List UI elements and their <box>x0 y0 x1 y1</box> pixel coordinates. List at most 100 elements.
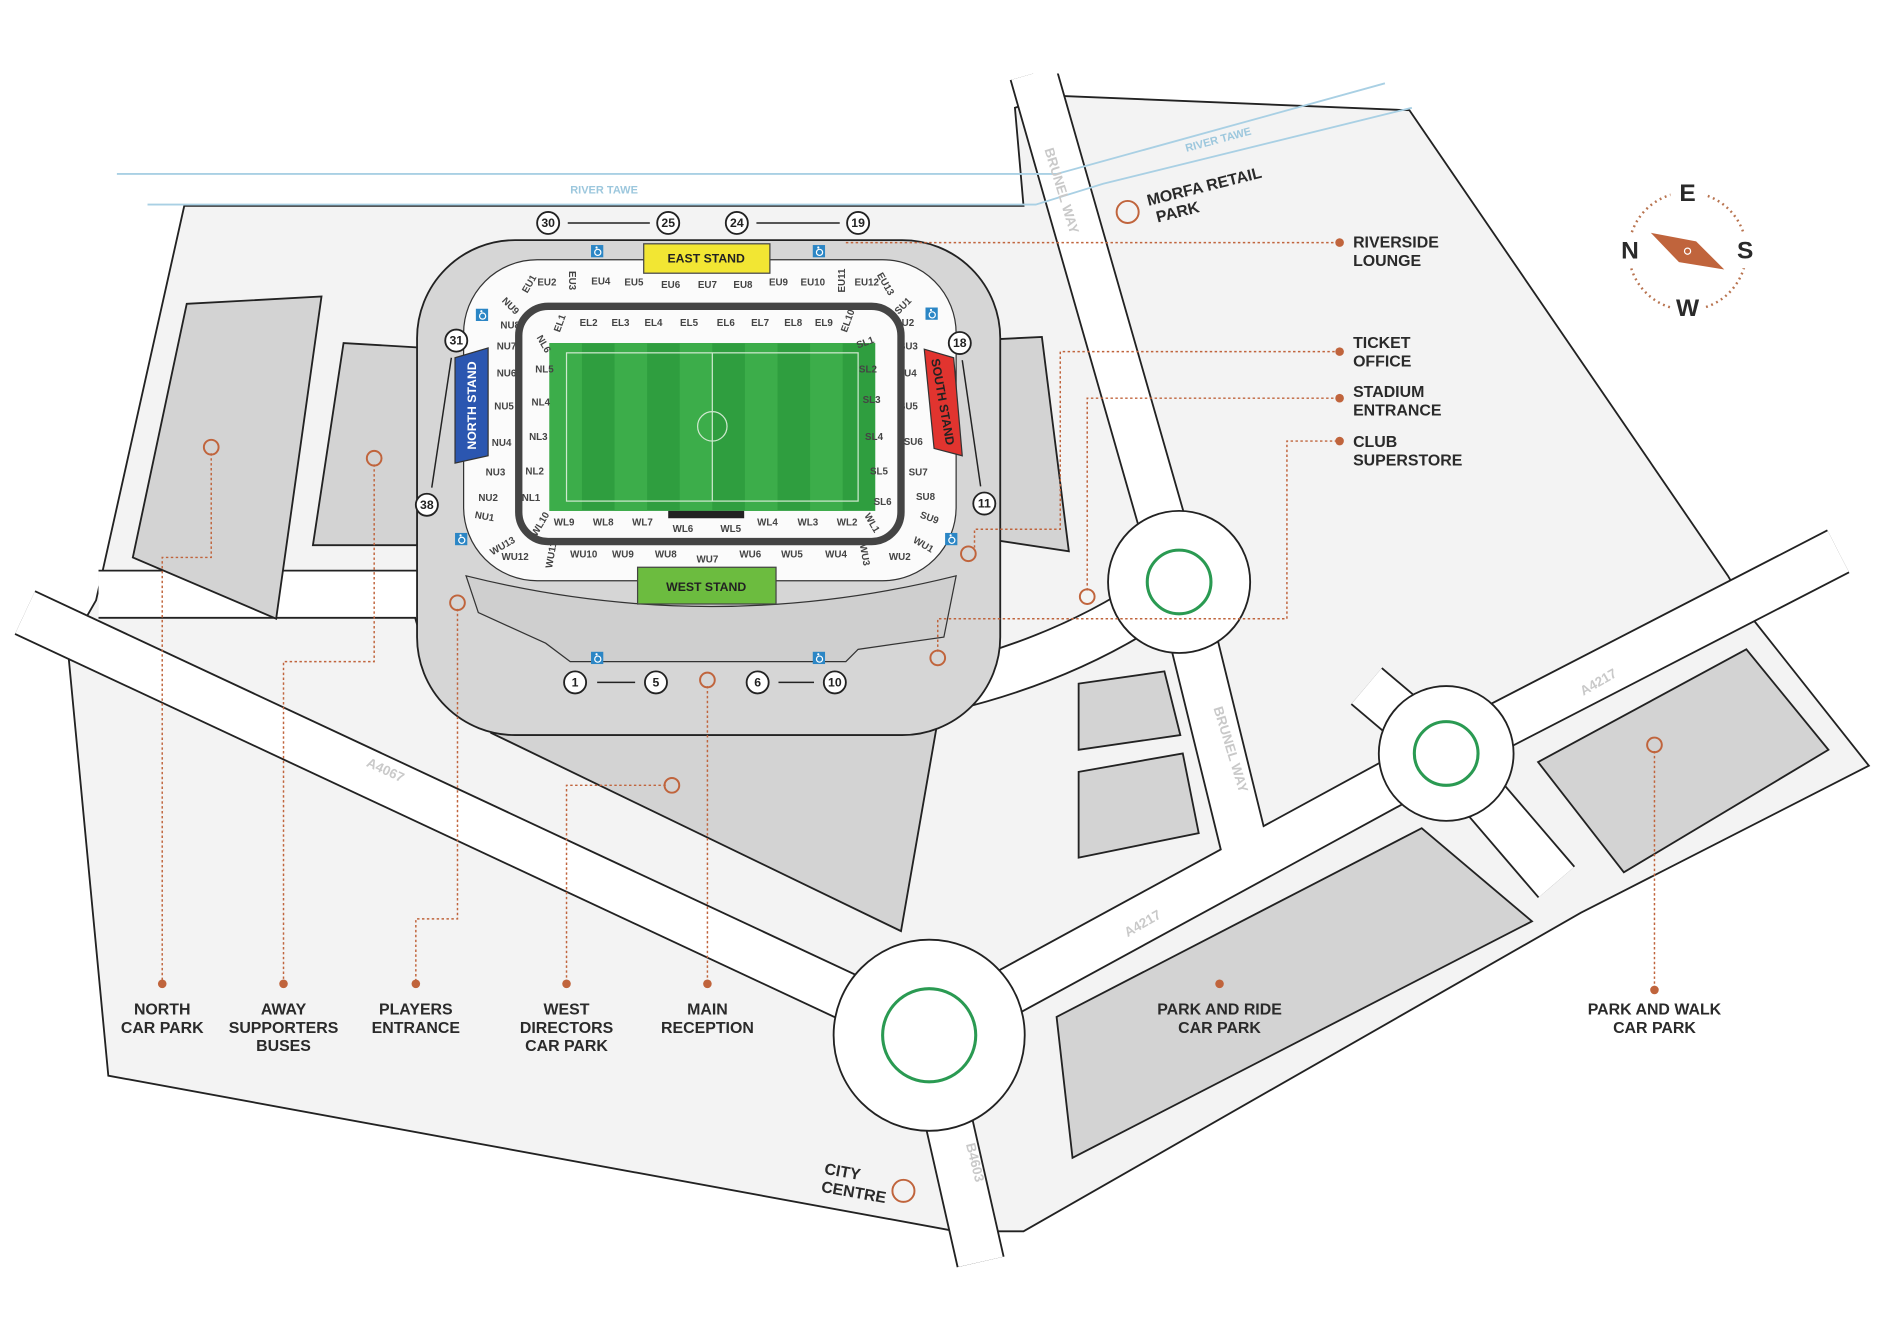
seating-block-nu[interactable]: NU6 <box>497 368 517 379</box>
location-pins <box>157 199 1663 1203</box>
seating-block-nu[interactable]: NU8 <box>500 320 520 331</box>
seating-block-eu[interactable]: EU10 <box>801 278 826 289</box>
seating-block-wu[interactable]: WU3 <box>857 543 872 567</box>
seating-block-eu[interactable]: EU11 <box>837 268 848 293</box>
seating-block-wl[interactable]: WL2 <box>837 518 858 529</box>
seating-block-el[interactable]: EL2 <box>580 318 599 329</box>
seating-block-wu[interactable]: WU7 <box>697 554 719 565</box>
turnstile-gate: 30 <box>536 211 561 235</box>
seating-block-wl[interactable]: WL9 <box>554 518 575 529</box>
stadium-entrance-pin <box>1078 588 1096 605</box>
pitch-stripe <box>679 343 713 511</box>
seating-block-wu[interactable]: WU11 <box>544 540 560 569</box>
seating-block-nl[interactable]: NL5 <box>535 365 554 376</box>
seating-block-el[interactable]: EL9 <box>815 318 834 329</box>
seating-block-nl[interactable]: NL1 <box>522 493 541 504</box>
seating-block-sl[interactable]: SL5 <box>870 466 889 477</box>
seating-block-nl[interactable]: NL4 <box>532 398 551 409</box>
seating-block-wl[interactable]: WL4 <box>757 518 778 529</box>
seating-block-su[interactable]: SU8 <box>916 492 936 503</box>
east-stand-label: EAST STAND <box>668 252 746 266</box>
seating-block-su[interactable]: SU7 <box>909 468 929 479</box>
seating-block-eu[interactable]: EU5 <box>624 278 644 289</box>
seating-block-eu[interactable]: EU4 <box>591 276 611 287</box>
seating-block-sl[interactable]: SL2 <box>859 365 878 376</box>
pitch-stripe <box>614 343 648 511</box>
pitch-stripe <box>810 343 843 511</box>
seating-block-nl[interactable]: NL3 <box>529 432 548 443</box>
turnstile-gate: 11 <box>972 491 997 516</box>
north-stand-label: NORTH STAND <box>465 361 479 449</box>
turnstile-gate: 18 <box>947 331 972 355</box>
seating-block-eu[interactable]: EU7 <box>698 280 718 291</box>
seating-block-su[interactable]: SU5 <box>899 401 919 412</box>
turnstile-gate: 25 <box>656 211 681 235</box>
seating-block-sl[interactable]: SL4 <box>865 432 884 443</box>
seating-block-wu[interactable]: WU8 <box>655 550 677 561</box>
gate-number: 6 <box>754 675 761 689</box>
seating-block-wu[interactable]: WU2 <box>889 552 911 563</box>
seating-block-su[interactable]: SU2 <box>895 318 915 329</box>
seating-block-el[interactable]: EL5 <box>680 318 699 329</box>
seating-block-el[interactable]: EL7 <box>751 318 770 329</box>
seating-block-wu[interactable]: WU12 <box>501 552 529 563</box>
turnstile-gate: 10 <box>822 670 847 695</box>
compass-west: W <box>1676 295 1700 322</box>
seating-block-wl[interactable]: WL8 <box>593 518 614 529</box>
north-car-park-pin <box>202 438 220 456</box>
seating-block-nu[interactable]: NU4 <box>492 438 512 449</box>
seating-block-sl[interactable]: SL3 <box>863 395 882 406</box>
seating-block-eu[interactable]: EU3 <box>566 271 577 291</box>
gate-number: 38 <box>420 498 434 512</box>
seating-block-wu[interactable]: WU5 <box>781 550 803 561</box>
seating-block-el[interactable]: EL4 <box>645 318 664 329</box>
seating-block-el[interactable]: EL8 <box>784 318 803 329</box>
wheelchair-access-icon <box>455 532 468 546</box>
seating-block-eu[interactable]: EU2 <box>537 278 557 289</box>
seating-block-su[interactable]: SU6 <box>904 437 924 448</box>
seating-block-el[interactable]: EL6 <box>717 318 736 329</box>
seating-block-wl[interactable]: WL5 <box>720 524 741 535</box>
turnstile-gate: 1 <box>563 670 588 695</box>
seating-block-nu[interactable]: NU5 <box>494 401 514 412</box>
seating-block-wl[interactable]: WL6 <box>673 524 694 535</box>
seating-block-eu[interactable]: EU9 <box>769 278 789 289</box>
seating-block-wu[interactable]: WU4 <box>825 550 847 561</box>
seating-block-wl[interactable]: WL7 <box>632 518 653 529</box>
seating-block-su[interactable]: SU3 <box>899 341 919 352</box>
seating-block-nu[interactable]: NU1 <box>474 510 496 524</box>
seating-block-nu[interactable]: NU7 <box>497 341 517 352</box>
seating-block-el[interactable]: EL3 <box>611 318 630 329</box>
roundabout-island <box>1145 548 1213 616</box>
seating-block-eu[interactable]: EU12 <box>854 278 879 289</box>
seating-block-wl[interactable]: WL3 <box>798 518 819 529</box>
north-stand-sign <box>454 347 489 464</box>
seating-block-wu[interactable]: WU9 <box>612 550 634 561</box>
river-label: RIVER TAWE <box>570 185 638 197</box>
ticket-office-pin <box>960 545 977 563</box>
turnstile-gate: 38 <box>414 492 439 517</box>
seating-block-su[interactable]: SU4 <box>898 368 918 379</box>
turnstile-gate: 5 <box>644 670 668 695</box>
park-and-walk-area <box>1536 648 1830 874</box>
seating-block-wu[interactable]: WU10 <box>570 550 598 561</box>
seating-block-wu[interactable]: WU6 <box>739 550 761 561</box>
seating-block-eu[interactable]: EU6 <box>661 280 681 291</box>
seating-block-eu[interactable]: EU8 <box>733 280 753 291</box>
seating-block-nu[interactable]: NU3 <box>486 468 506 479</box>
gate-number: 10 <box>828 675 842 689</box>
seating-block-nl[interactable]: NL2 <box>525 466 544 477</box>
seating-block-sl[interactable]: SL6 <box>874 497 893 508</box>
car-parks <box>131 295 1830 1160</box>
seating-block-nu[interactable]: NU2 <box>478 493 498 504</box>
